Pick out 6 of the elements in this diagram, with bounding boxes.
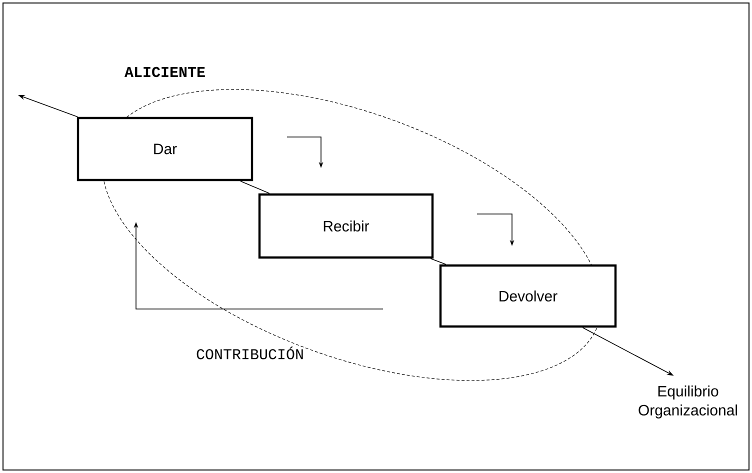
outcome-text: Equilibrio Organizacional [638,386,737,418]
caption-label: ALICIENTE [124,66,205,78]
caption-label: CONTRIBUCIÓN [196,346,303,360]
process-box: Dar [76,116,254,182]
process-box: Recibir [258,193,434,259]
process-box: Devolver [439,264,617,328]
